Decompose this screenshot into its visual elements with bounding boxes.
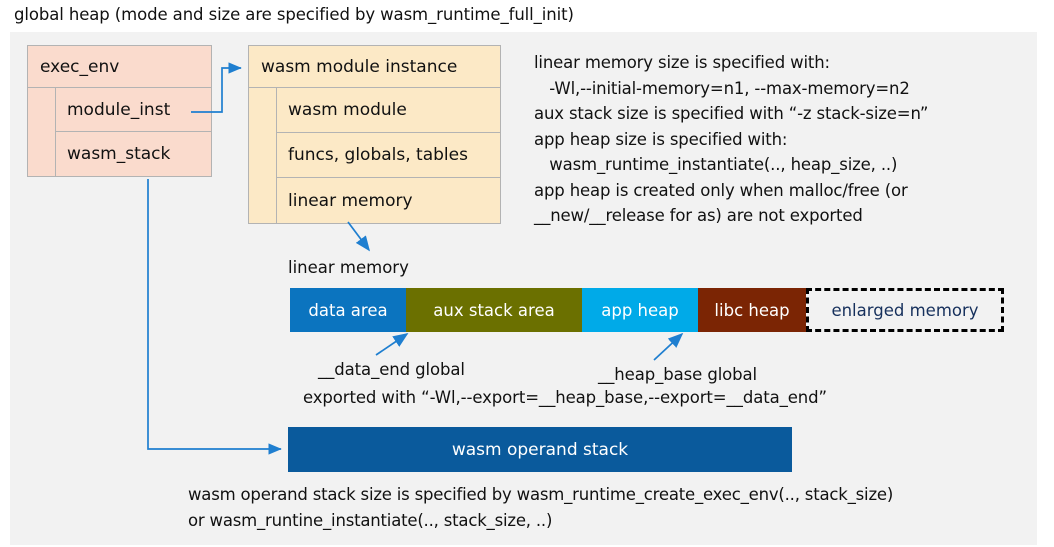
diagram-title: global heap (mode and size are specified… (14, 5, 574, 24)
module-instance-gutter (249, 88, 277, 223)
annotation-exported-with: exported with “-Wl,--export=__heap_base,… (303, 388, 827, 407)
memory-segment-aux-stack-area: aux stack area (406, 288, 582, 332)
exec-env-row-wasm-stack: wasm_stack (67, 144, 171, 164)
memory-segment-libc-heap: libc heap (698, 288, 806, 332)
module-instance-rows: wasm module funcs, globals, tables linea… (277, 88, 500, 223)
memory-segment-enlarged-memory: enlarged memory (806, 288, 1004, 332)
module-instance-body: wasm module funcs, globals, tables linea… (249, 88, 500, 223)
exec-env-box: exec_env module_inst wasm_stack (27, 45, 212, 177)
annotation-heap-base: __heap_base global (598, 365, 758, 384)
exec-env-gutter (28, 88, 56, 176)
module-instance-row-funcs-globals-tables: funcs, globals, tables (277, 133, 500, 178)
module-instance-header: wasm module instance (249, 46, 500, 88)
exec-env-row-module-inst: module_inst (56, 88, 211, 132)
wasm-operand-stack-box: wasm operand stack (288, 427, 792, 472)
linear-memory-label: linear memory (288, 258, 409, 277)
exec-env-rows: module_inst wasm_stack (56, 88, 211, 176)
wasm-module-instance-box: wasm module instance wasm module funcs, … (248, 45, 501, 224)
module-instance-row-linear-memory: linear memory (288, 190, 413, 211)
annotation-data-end: __data_end global (318, 360, 465, 379)
memory-segment-data-area: data area (290, 288, 406, 332)
memory-config-note: linear memory size is specified with: -W… (534, 53, 929, 225)
exec-env-header: exec_env (28, 46, 211, 88)
operand-stack-note: wasm operand stack size is specified by … (188, 485, 894, 530)
module-instance-row-wasm-module: wasm module (277, 88, 500, 133)
exec-env-body: module_inst wasm_stack (28, 88, 211, 176)
memory-segment-app-heap: app heap (582, 288, 698, 332)
